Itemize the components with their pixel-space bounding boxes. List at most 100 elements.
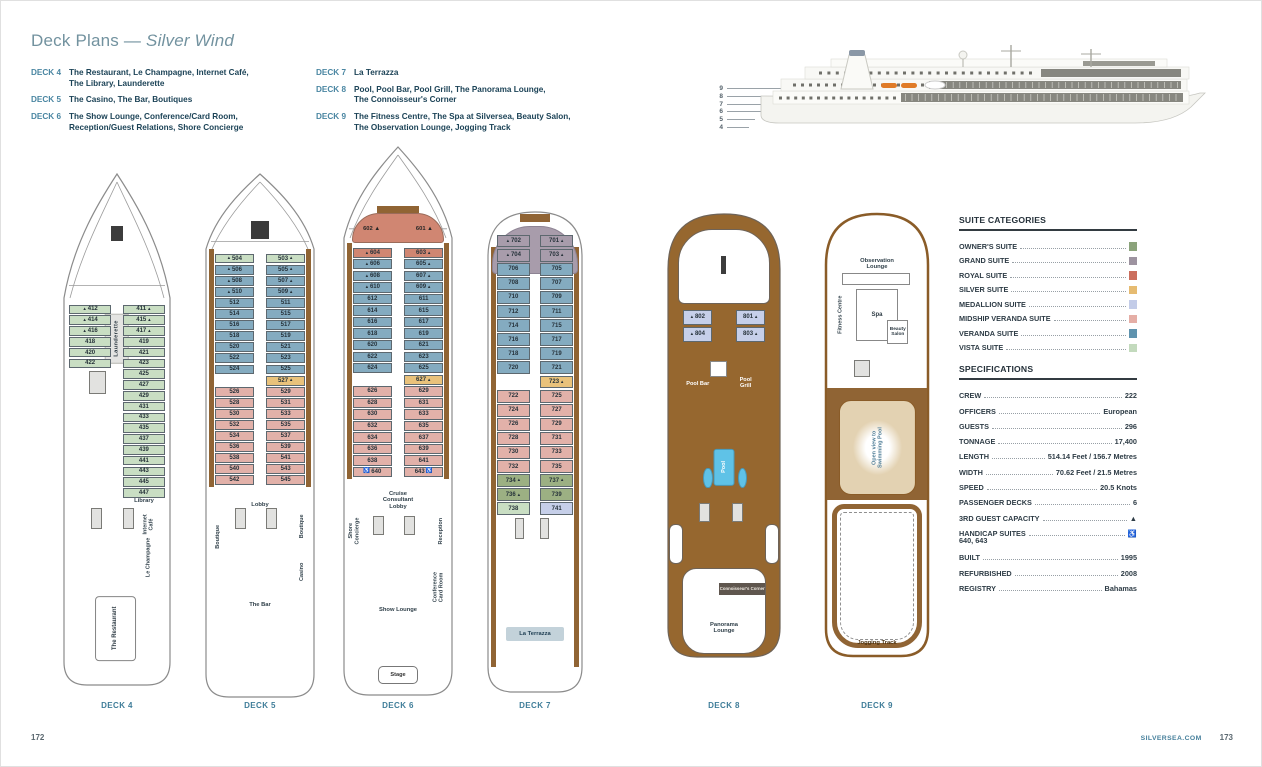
cabin-529: 529: [266, 386, 305, 397]
third-guest-triangle-icon: ▲: [427, 261, 432, 267]
dotted-leader: [1042, 519, 1127, 521]
room-label: 602 ▲: [363, 225, 381, 232]
cabin-516: 516: [215, 320, 254, 331]
cabin-number: 519: [280, 333, 291, 340]
cabin-number: 517: [280, 322, 291, 329]
third-guest-triangle-icon: ▲: [226, 266, 231, 272]
cabin-628: 628: [353, 397, 392, 409]
cabin-number: 640: [371, 469, 382, 476]
cabin-number: 632: [367, 422, 378, 429]
cabin-number: 712: [508, 308, 519, 315]
room-label: Fitness Centre: [837, 295, 844, 334]
dotted-leader: [1020, 247, 1126, 249]
cabin-number: 721: [551, 364, 562, 371]
deck-desc-label-deck-6: DECK 6: [31, 111, 62, 121]
cabin-number: 631: [418, 399, 429, 406]
cabin-number: 622: [367, 353, 378, 360]
footer-page-number-left: 172: [31, 733, 45, 742]
deck-desc-text: The Restaurant, Le Champagne, Internet C…: [69, 68, 249, 88]
cabin-525: 525: [266, 364, 305, 375]
legend-item-label: GRAND SUITE: [959, 256, 1010, 265]
cabin-803: 803▲: [736, 326, 765, 343]
cabin-number: 620: [367, 342, 378, 349]
jog-block: [832, 503, 922, 649]
cabin-number: 536: [229, 444, 240, 451]
cabin-number: 724: [508, 407, 519, 414]
third-guest-triangle-icon: ▲: [289, 255, 294, 261]
cabin-603: 603▲: [404, 247, 443, 258]
room-label: Pool Grill: [739, 377, 752, 390]
third-guest-triangle-icon: ▲: [82, 317, 87, 323]
cabin-504: ▲504: [215, 253, 254, 264]
third-guest-triangle-icon: ▲: [754, 331, 759, 337]
legend-swatch: [1128, 256, 1137, 265]
cabin-514: 514: [215, 309, 254, 319]
cabin-number: 511: [280, 299, 291, 306]
spec-item-value: 6: [1132, 498, 1137, 508]
cabin-716: 716: [497, 333, 530, 347]
legend-item-midship-veranda-suite: MIDSHIP VERANDA SUITE: [959, 309, 1137, 323]
cabin-639: 639: [404, 443, 443, 455]
dotted-leader: [985, 473, 1053, 475]
cabin-number: 638: [367, 457, 378, 464]
room-lobby: Lobby: [238, 498, 282, 513]
cabin-number: 802: [694, 314, 705, 321]
cabin-number: 425: [138, 371, 149, 378]
profile-callout-row: 9: [715, 85, 789, 93]
dotted-leader: [1014, 574, 1118, 576]
cabin-729: 729: [540, 417, 573, 431]
cabin-739: 739: [540, 488, 573, 502]
footer-site-label: SILVERSEA.COM: [1140, 735, 1202, 742]
cabin-number: 723: [549, 378, 560, 385]
cabin-631: 631: [404, 397, 443, 409]
cabin-723: 723▲: [540, 375, 573, 389]
deck-desc-text: The Casino, The Bar, Boutiques: [69, 95, 193, 105]
cabin-number: 423: [138, 360, 149, 367]
cabin-number: 625: [418, 365, 429, 372]
cabin-425: 425: [122, 369, 165, 379]
cabin-number: 605: [416, 261, 427, 268]
cabin-616: 616: [353, 316, 392, 328]
room-label: Reception: [438, 517, 445, 545]
spec-item-3rd-guest-capacity: 3RD GUEST CAPACITY▲: [959, 507, 1137, 523]
room-boutique: Boutique: [295, 503, 309, 550]
cabin-row: 427: [69, 380, 165, 391]
cabin-number: 540: [229, 466, 240, 473]
cabin-number: 733: [551, 449, 562, 456]
cabin-number: 738: [508, 505, 519, 512]
dotted-leader: [986, 489, 1098, 491]
dotted-leader: [1010, 276, 1126, 278]
cabin-520: 520: [215, 342, 254, 353]
cabin-710: 710: [497, 290, 530, 304]
cabin-528: 528: [215, 397, 254, 408]
cabin-number: 804: [694, 331, 705, 338]
spec-item-value: 296: [1124, 421, 1137, 431]
bar-block: [519, 213, 551, 222]
cabin-row: 437: [69, 434, 165, 445]
